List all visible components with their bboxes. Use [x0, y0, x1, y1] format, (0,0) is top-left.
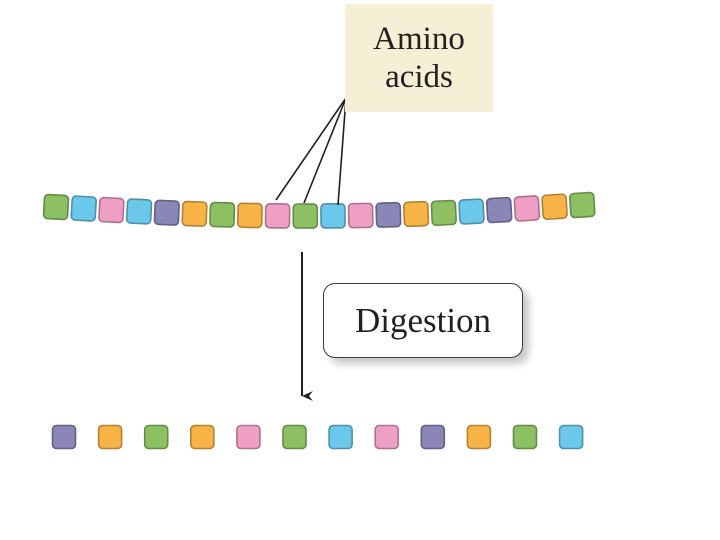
free-amino-acid [236, 424, 261, 450]
chain-amino-acid [125, 198, 153, 225]
chain-amino-acid [209, 201, 236, 228]
chain-amino-acid [153, 199, 180, 226]
free-amino-acid [558, 424, 584, 450]
chain-amino-acid [236, 202, 263, 229]
chain-amino-acid [42, 193, 70, 221]
chain-amino-acid [485, 196, 513, 224]
pointer-line [303, 97, 347, 204]
chain-amino-acid [430, 199, 457, 227]
free-amino-acid [374, 424, 400, 450]
amino-acid-chain [42, 191, 596, 229]
amino-acids-label: Amino acids [345, 4, 493, 112]
amino-acids-label-line2: acids [385, 59, 453, 95]
chain-amino-acid [181, 200, 208, 227]
free-amino-acid [97, 424, 123, 450]
free-amino-acid [512, 424, 538, 450]
chain-amino-acid [375, 201, 402, 228]
chain-amino-acid [70, 195, 97, 222]
chain-amino-acid [403, 200, 430, 228]
chain-amino-acid [292, 203, 319, 229]
free-amino-acid [282, 424, 307, 450]
free-amino-acid [328, 424, 353, 450]
chain-amino-acid [320, 203, 346, 229]
free-amino-acid [143, 424, 169, 450]
chain-amino-acid [513, 195, 541, 222]
free-amino-acids [51, 424, 584, 450]
free-amino-acid [190, 424, 215, 450]
amino-acids-label-line1: Amino [373, 21, 465, 57]
label-pointer-lines [275, 97, 347, 206]
pointer-line [337, 97, 347, 206]
chain-amino-acid [347, 202, 374, 229]
chain-amino-acid [98, 196, 125, 224]
chain-amino-acid [458, 198, 485, 225]
chain-amino-acid [569, 191, 596, 219]
chain-amino-acid [264, 202, 291, 229]
digestion-label: Digestion [323, 283, 523, 358]
pointer-line [275, 97, 347, 201]
free-amino-acid [51, 424, 77, 450]
free-amino-acid [466, 424, 492, 450]
free-amino-acid [420, 424, 446, 450]
chain-amino-acid [541, 193, 568, 221]
digestion-label-text: Digestion [354, 300, 492, 340]
